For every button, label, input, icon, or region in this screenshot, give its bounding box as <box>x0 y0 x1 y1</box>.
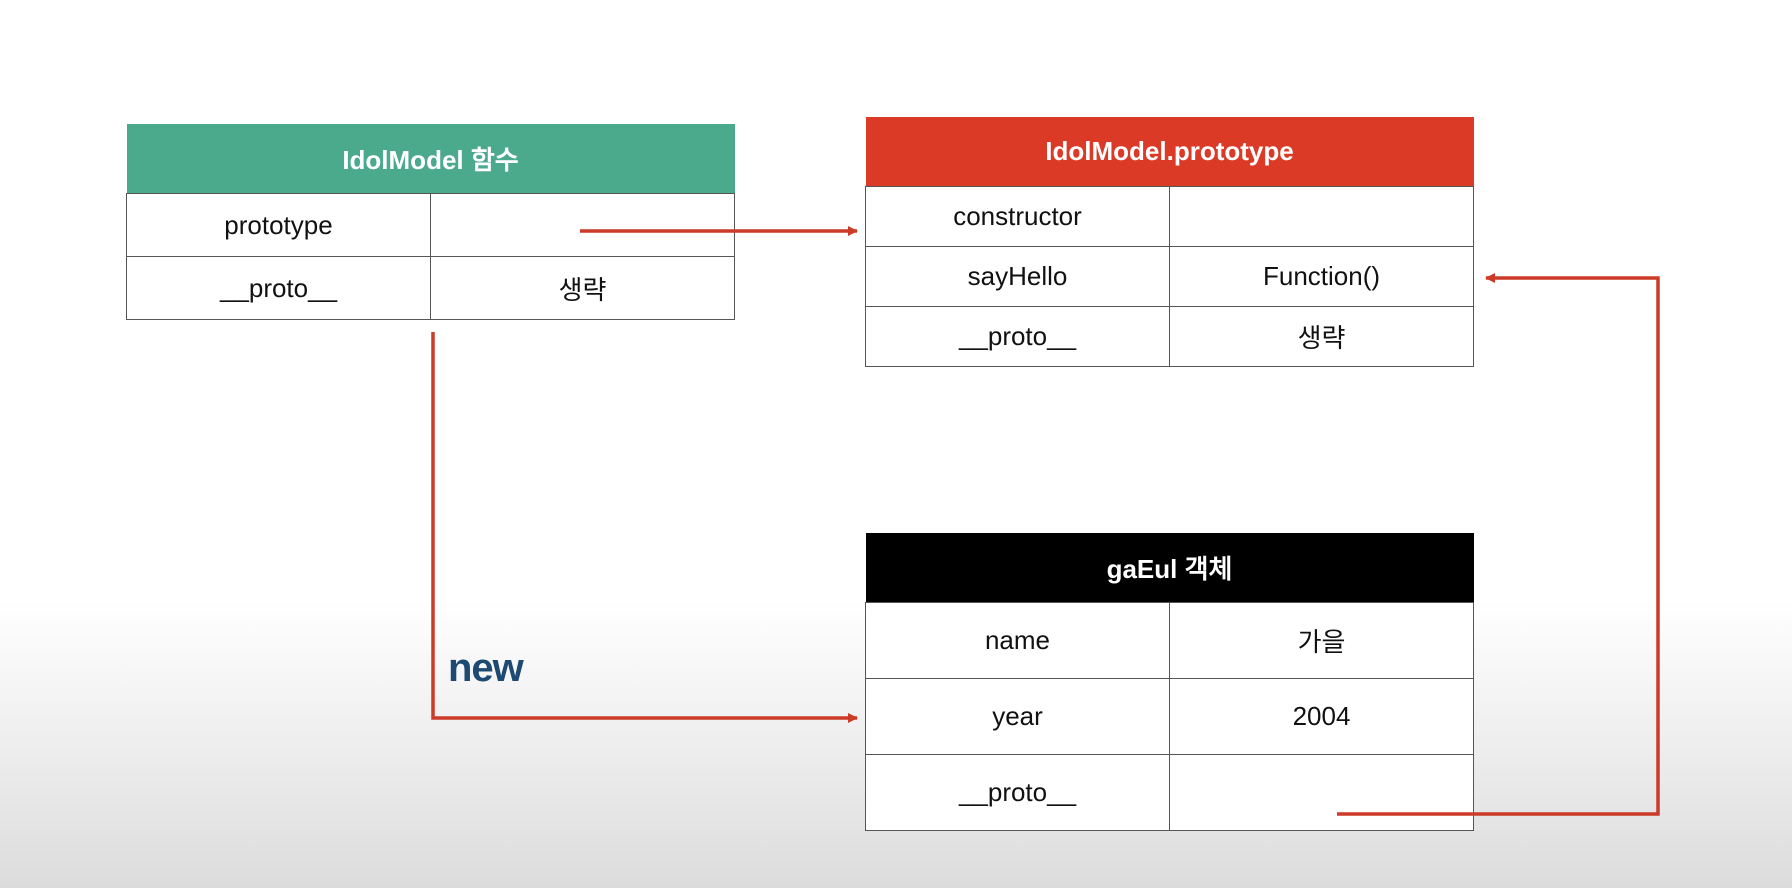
row-value <box>1168 754 1475 831</box>
idolmodel-prototype-table: IdolModel.prototype constructor sayHello… <box>865 117 1475 367</box>
table-row: constructor <box>865 186 1475 247</box>
idolmodel-function-title: IdolModel 함수 <box>126 124 735 194</box>
table-row: __proto__ 생략 <box>865 306 1475 367</box>
row-value: Function() <box>1168 246 1475 307</box>
row-value <box>1168 186 1475 247</box>
new-operator-label: new <box>448 646 524 690</box>
row-value: 생략 <box>429 256 736 320</box>
row-value <box>429 193 736 257</box>
table-header-row: IdolModel 함수 <box>126 124 735 194</box>
table-row: year 2004 <box>865 678 1475 755</box>
idolmodel-prototype-title: IdolModel.prototype <box>865 117 1474 187</box>
idolmodel-function-table: IdolModel 함수 prototype __proto__ 생략 <box>126 124 736 320</box>
table-row: prototype <box>126 193 736 257</box>
row-value: 생략 <box>1168 306 1475 367</box>
row-key: __proto__ <box>126 256 431 320</box>
row-value: 가을 <box>1168 602 1475 679</box>
table-row: sayHello Function() <box>865 246 1475 307</box>
table-header-row: gaEul 객체 <box>865 533 1474 603</box>
gaeul-object-table: gaEul 객체 name 가을 year 2004 __proto__ <box>865 533 1475 831</box>
row-value: 2004 <box>1168 678 1475 755</box>
row-key: name <box>865 602 1170 679</box>
row-key: __proto__ <box>865 754 1170 831</box>
row-key: prototype <box>126 193 431 257</box>
table-row: __proto__ 생략 <box>126 256 736 320</box>
table-row: __proto__ <box>865 754 1475 831</box>
table-header-row: IdolModel.prototype <box>865 117 1474 187</box>
row-key: __proto__ <box>865 306 1170 367</box>
gaeul-object-title: gaEul 객체 <box>865 533 1474 603</box>
row-key: constructor <box>865 186 1170 247</box>
row-key: year <box>865 678 1170 755</box>
row-key: sayHello <box>865 246 1170 307</box>
table-row: name 가을 <box>865 602 1475 679</box>
